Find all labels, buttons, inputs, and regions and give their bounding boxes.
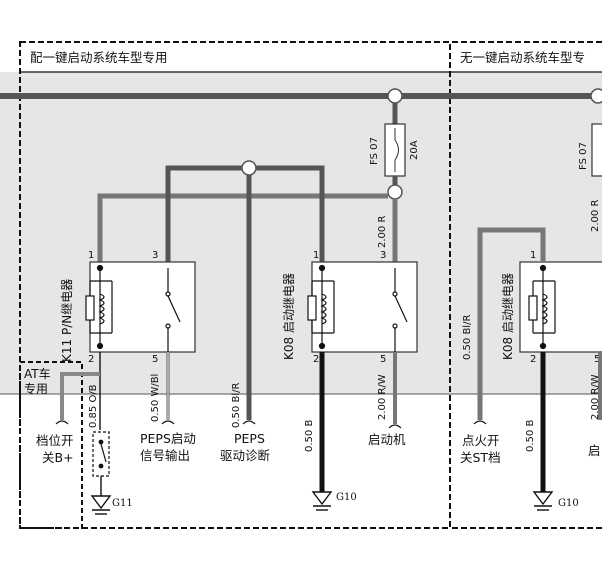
- wire-label-200rw: 2.00 R/W: [377, 374, 388, 420]
- relay-k08-a-label: K08 启动继电器: [282, 273, 296, 360]
- relay-k08-a: [311, 261, 418, 353]
- dest-peps-start-line2: 信号输出: [140, 448, 190, 463]
- dest-peps-start-line1: PEPS启动: [140, 431, 196, 446]
- at-box-line2: 专用: [24, 381, 48, 396]
- ground-label-g11: G11: [112, 498, 133, 509]
- fuse-rating: 20A: [409, 140, 420, 160]
- wire-label-200rw2: 2.00 R/W: [590, 374, 601, 420]
- relay-k11-pin2: 2: [88, 354, 94, 365]
- dest-peps-diag-line1: PEPS: [234, 431, 265, 446]
- gear-switch-contact: [98, 439, 107, 469]
- dest-gear-line2: 关B+: [42, 450, 74, 465]
- at-box-line1: AT车: [24, 366, 51, 381]
- wire-label-050blr2: 0.50 Bl/R: [462, 315, 473, 360]
- ground-icon-g10b: [532, 491, 554, 511]
- wire-label-200r: 2.00 R: [377, 216, 388, 248]
- relay-k08-a-pin5: 5: [380, 354, 386, 365]
- splice-node-fuse: [387, 184, 403, 200]
- section-title-left: 配一键启动系统车型专用: [30, 50, 168, 65]
- relay-k11-pin1: 1: [88, 250, 94, 261]
- relay-k08-b-pin1: 1: [530, 250, 536, 261]
- section-box-left: [19, 41, 451, 529]
- relay-k08-a-pin3: 3: [380, 250, 386, 261]
- bus-splice-node: [387, 88, 403, 104]
- relay-k08-b-pin2: 2: [530, 354, 536, 365]
- bus-splice-node-right: [590, 88, 602, 104]
- dest-ign-line2: 关ST档: [460, 450, 501, 465]
- dest-gear-line1: 档位开: [36, 433, 74, 448]
- wire-gear-b: [60, 372, 100, 420]
- relay-k11-switch: [165, 268, 181, 352]
- wire-label-085ob: 0.85 O/B: [88, 384, 99, 428]
- relay-k08-b-label: K08 启动继电器: [501, 273, 515, 360]
- wire-label-050b2: 0.50 B: [525, 420, 536, 452]
- relay-k11: [89, 261, 196, 353]
- fuse-name: FS 07: [369, 137, 380, 165]
- relay-k11-coil: [85, 264, 113, 350]
- relay-k11-pin5: 5: [152, 354, 158, 365]
- wire-peps-k11-pin3: [165, 165, 242, 262]
- relay-k11-pin3: 3: [152, 250, 158, 261]
- dest-starter: 启动机: [368, 432, 406, 447]
- relay-k08-a-switch: [392, 268, 408, 352]
- wire-peps-k08-pin1: [256, 165, 325, 262]
- relay-k08-b-pin5: 5: [594, 354, 600, 365]
- dest-starter-cut: 启: [588, 443, 601, 458]
- wire-label-050b: 0.50 B: [304, 420, 315, 452]
- section-title-right: 无一键启动系统车型专: [460, 50, 585, 65]
- fuse-name-right: FS 07: [578, 142, 589, 170]
- fuse-element: [394, 128, 399, 172]
- ground-icon-g11: [90, 492, 112, 515]
- ground-icon-g10: [311, 491, 333, 511]
- dest-ign-line1: 点火开: [462, 433, 500, 448]
- ground-label-g10: G10: [336, 492, 357, 503]
- relay-k08-a-pin1: 1: [313, 250, 319, 261]
- wire-label-050blr: 0.50 Bl/R: [231, 383, 242, 428]
- gear-switch: [92, 431, 110, 477]
- wire-label-050wbl: 0.50 W/Bl: [150, 374, 161, 422]
- splice-node-peps: [241, 160, 257, 176]
- wire-supply-k11: [97, 193, 388, 262]
- ground-label-g10b: G10: [558, 498, 579, 509]
- relay-k08-a-coil: [307, 264, 335, 350]
- relay-k11-label: K11 P/N继电器: [60, 279, 74, 362]
- dest-peps-diag-line2: 驱动诊断: [220, 448, 270, 463]
- at-only-box: [19, 361, 83, 529]
- relay-k08-a-pin2: 2: [313, 354, 319, 365]
- connector-ticks: [55, 420, 487, 429]
- fuse-fs07-right: [591, 123, 602, 177]
- relay-k08-b-coil: [528, 264, 556, 350]
- wire-label-r-right: 2.00 R: [590, 200, 601, 232]
- wire-ign-k08b: [477, 227, 546, 420]
